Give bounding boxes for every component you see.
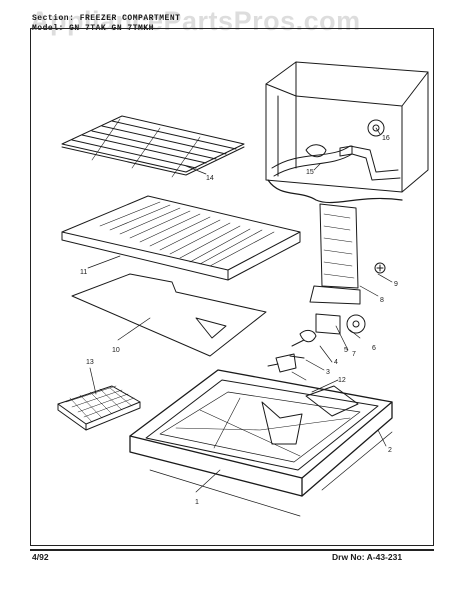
drawing-number: Drw No: A-43-231: [332, 552, 403, 562]
section-title: Section: FREEZER COMPARTMENT: [32, 14, 181, 23]
screw: [374, 262, 386, 274]
callout-9: 9: [394, 281, 398, 288]
callout-15: 15: [306, 169, 314, 176]
baffle: [305, 385, 359, 417]
callout-12: 12: [338, 377, 346, 384]
callout-7: 7: [352, 351, 356, 358]
callout-16: 16: [382, 135, 390, 142]
callout-1: 1: [195, 499, 199, 506]
callout-5: 5: [344, 347, 348, 354]
callout-11: 11: [80, 269, 87, 276]
diagram-frame: [30, 28, 434, 546]
freezer-shelf: [61, 195, 301, 281]
callout-14: 14: [206, 175, 214, 182]
callout-4: 4: [334, 359, 338, 366]
callout-13: 13: [86, 359, 94, 366]
freezer-cabinet: [265, 61, 429, 204]
callout-8: 8: [380, 297, 384, 304]
evaporator-cover: [309, 203, 361, 305]
callout-3: 3: [326, 369, 330, 376]
insulation-pad: [71, 273, 267, 357]
leader-lines: [87, 127, 393, 493]
callout-10: 10: [112, 347, 120, 354]
callout-2: 2: [388, 447, 392, 454]
ice-tray: [57, 385, 141, 431]
watermark-text: AppliancePartsPros.com: [30, 6, 361, 36]
footer-rule: [30, 549, 434, 551]
freezer-liner: [129, 369, 393, 517]
callout-6: 6: [372, 345, 376, 352]
fan-assembly: [267, 313, 366, 373]
wire-shelf: [61, 115, 245, 178]
revision-date: 4/92: [32, 552, 49, 562]
